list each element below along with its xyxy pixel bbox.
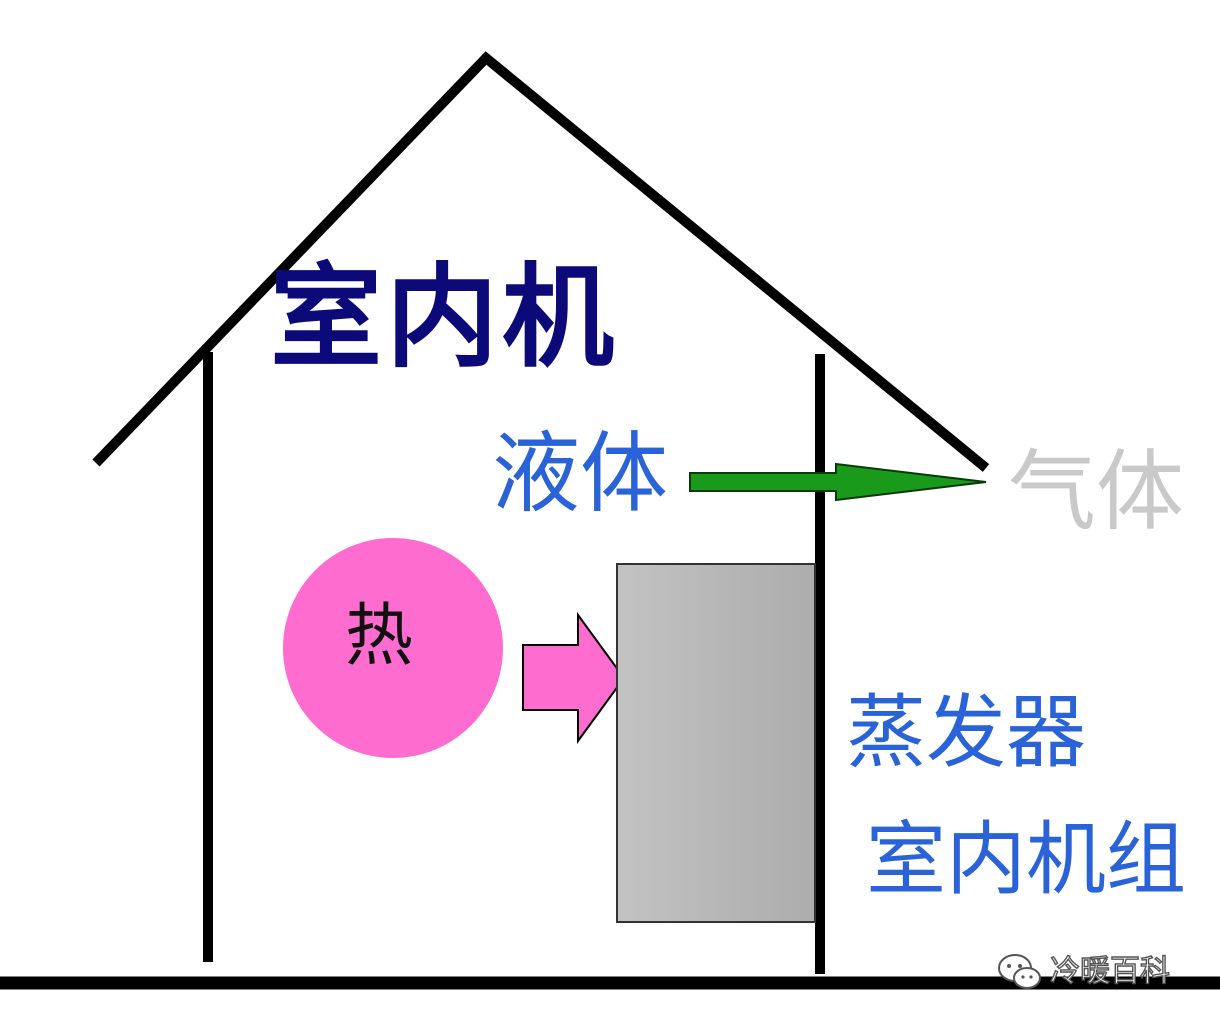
watermark: 冷暖百科 — [996, 952, 1171, 992]
heat-label: 热 — [345, 597, 414, 676]
liquid-label: 液体 — [492, 422, 669, 525]
flow-arrow — [689, 462, 987, 502]
heat-arrow — [522, 611, 626, 745]
gas-label: 气体 — [1008, 440, 1185, 543]
house-roof — [92, 51, 990, 472]
wechat-icon — [998, 954, 1041, 989]
evaporator-box — [616, 563, 816, 923]
indoor-unit-group-label: 室内机组 — [866, 813, 1186, 906]
watermark-text: 冷暖百科 — [1049, 954, 1170, 989]
evaporator-label: 蒸发器 — [846, 686, 1086, 779]
indoor-unit-title: 室内机 — [270, 253, 618, 383]
heat-circle — [283, 538, 503, 758]
